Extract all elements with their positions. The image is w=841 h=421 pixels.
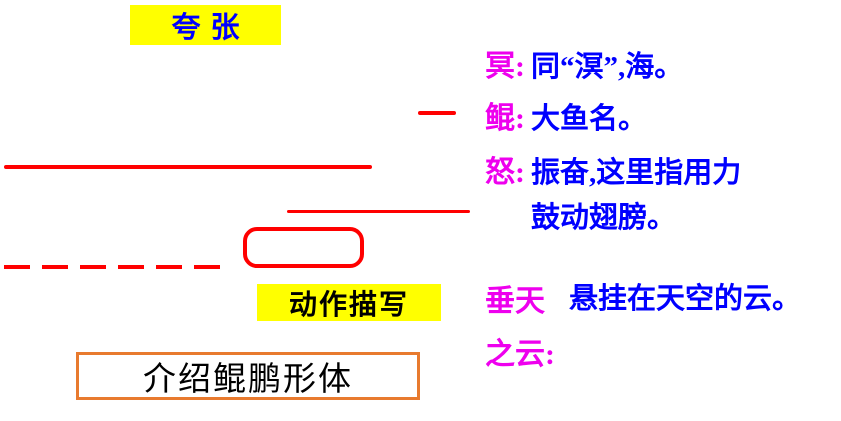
annotation-item-kun: 鲲: 大鱼名。	[485, 96, 647, 142]
exaggeration-label: 夸张	[130, 5, 281, 45]
annotation-item-nu: 怒: 振奋,这里指用力 鼓动翅膀。	[485, 150, 741, 241]
emphasis-rounded-box	[243, 227, 364, 268]
dashed-underline	[4, 265, 225, 269]
annotation-term: 怒:	[485, 156, 525, 189]
annotation-item-chuitianzhiyun: 垂天 之云: 悬挂在天空的云。	[485, 276, 801, 381]
annotation-definition: 同“溟”,海。	[531, 51, 684, 83]
annotation-item-ming: 冥: 同“溟”,海。	[485, 44, 683, 90]
annotation-definition: 大鱼名。	[531, 103, 648, 135]
annotation-term: 鲲:	[485, 102, 525, 135]
annotation-term: 冥:	[485, 50, 525, 83]
annotation-definition: 振奋,这里指用力 鼓动翅膀。	[531, 157, 742, 234]
pointer-line-kun	[418, 111, 456, 115]
underline-main-2	[287, 210, 470, 213]
annotation-term: 垂天 之云:	[485, 285, 555, 371]
summary-text: 介绍鲲鹏形体	[143, 362, 353, 398]
annotation-definition: 悬挂在天空的云。	[569, 283, 802, 315]
underline-main-1	[4, 165, 372, 169]
action-description-label: 动作描写	[257, 284, 441, 321]
summary-box: 介绍鲲鹏形体	[76, 352, 420, 400]
